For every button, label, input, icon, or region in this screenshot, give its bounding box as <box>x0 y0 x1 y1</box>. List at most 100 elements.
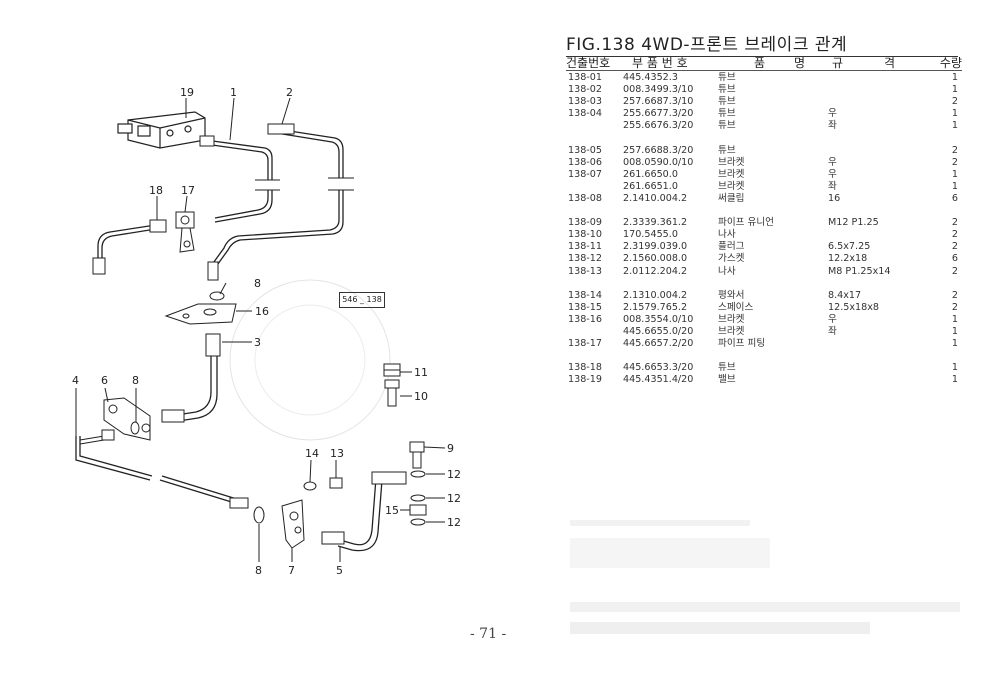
tube-1 <box>204 139 273 223</box>
row-gap <box>566 350 962 362</box>
part-no-cell: 445.6655.0/20 <box>623 325 694 337</box>
brake-hose-3 <box>169 356 212 417</box>
row-gap <box>566 205 962 217</box>
union-bolt-9 <box>409 441 425 469</box>
qty-cell: 1 <box>951 362 958 374</box>
pipe-fitting-18 <box>97 223 163 262</box>
qty-cell: 2 <box>951 156 958 168</box>
qty-cell: 1 <box>951 374 958 386</box>
name-cell: 튜브 <box>718 120 736 132</box>
part-no-cell: 445.4351.4/20 <box>623 374 694 386</box>
circlip-8-bottom <box>253 506 265 524</box>
qty-cell: 2 <box>951 265 958 277</box>
name-cell: 튜브 <box>718 84 736 96</box>
name-cell: 브라켓 <box>718 168 745 180</box>
name-cell: 플러그 <box>718 241 745 253</box>
qty-cell: 1 <box>951 313 958 325</box>
qty-cell: 1 <box>951 338 958 350</box>
ref-no-cell: 138-06 <box>568 156 602 168</box>
name-cell: 브라켓 <box>718 313 745 325</box>
pipe-4 <box>75 436 151 481</box>
ref-no-cell: 138-18 <box>568 362 602 374</box>
callout-17: 17 <box>181 184 195 197</box>
name-cell: 브라켓 <box>718 180 745 192</box>
callout-5: 5 <box>336 564 343 577</box>
callout-16: 16 <box>255 305 269 318</box>
tube-2 <box>214 127 344 269</box>
part-no-cell: 2.0112.204.2 <box>623 265 688 277</box>
parts-table-header: 건출번호 부 품 번 호 품 명 규 격 수량 <box>566 54 962 71</box>
gasket-12-b <box>410 494 426 502</box>
callout-12-b: 12 <box>447 492 461 505</box>
name-cell: 나사 <box>718 265 736 277</box>
plug-11 <box>383 363 401 377</box>
name-cell: 브라켓 <box>718 156 745 168</box>
name-cell: 스페이스 <box>718 301 754 313</box>
qty-cell: 2 <box>951 144 958 156</box>
part-no-cell: 008.0590.0/10 <box>623 156 694 168</box>
leader-lines <box>75 97 446 562</box>
callout-10: 10 <box>414 390 428 403</box>
name-cell: 가스켓 <box>718 253 745 265</box>
screw-13 <box>329 477 343 489</box>
part-no-cell: 445.6657.2/20 <box>623 338 694 350</box>
part-no-cell: 445.6653.3/20 <box>623 362 694 374</box>
callout-13: 13 <box>330 447 344 460</box>
callout-18: 18 <box>149 184 163 197</box>
qty-cell: 2 <box>951 217 958 229</box>
page-number: - 71 - <box>470 626 507 642</box>
part-no-cell: 255.6677.3/20 <box>623 108 694 120</box>
spec-cell: 좌 <box>828 120 837 132</box>
name-cell: 파이프 유니언 <box>718 217 775 229</box>
callout-14: 14 <box>305 447 319 460</box>
part-no-cell: 2.1579.765.2 <box>623 301 688 313</box>
spec-cell: 우 <box>828 313 837 325</box>
callout-6: 6 <box>101 374 108 387</box>
name-cell: 튜브 <box>718 362 736 374</box>
bleed-screw-10 <box>384 379 400 407</box>
flat-washer-14 <box>303 481 317 491</box>
part-no-cell: 2.3339.361.2 <box>623 217 688 229</box>
spec-cell: 우 <box>828 108 837 120</box>
ref-no-cell: 138-19 <box>568 374 602 386</box>
gasket-12-a <box>410 470 426 478</box>
ref-no-cell: 138-11 <box>568 241 602 253</box>
header-spec-b: 격 <box>884 56 896 70</box>
qty-cell: 1 <box>951 120 958 132</box>
bracket-17 <box>175 211 195 253</box>
row-gap <box>566 278 962 290</box>
callout-12-a: 12 <box>447 468 461 481</box>
qty-cell: 2 <box>951 229 958 241</box>
background-drum-inner-shape <box>254 304 366 416</box>
callout-8-bottom: 8 <box>255 564 262 577</box>
part-no-cell: 170.5455.0 <box>623 229 678 241</box>
qty-cell: 2 <box>951 96 958 108</box>
name-cell: 평와서 <box>718 289 745 301</box>
callout-4: 4 <box>72 374 79 387</box>
header-name-b: 명 <box>794 56 806 70</box>
ref-no-cell: 138-09 <box>568 217 602 229</box>
name-cell: 튜브 <box>718 96 736 108</box>
tube-1-fitting <box>199 135 215 147</box>
ref-no-cell: 138-14 <box>568 289 602 301</box>
tube-2-fitting <box>267 123 295 135</box>
qty-cell: 2 <box>951 289 958 301</box>
ref-no-cell: 138-07 <box>568 168 602 180</box>
spec-cell: 6.5x7.25 <box>828 241 871 253</box>
qty-cell: 2 <box>951 241 958 253</box>
spec-cell: 우 <box>828 168 837 180</box>
part-no-cell: 257.6688.3/20 <box>623 144 694 156</box>
qty-cell: 1 <box>951 168 958 180</box>
